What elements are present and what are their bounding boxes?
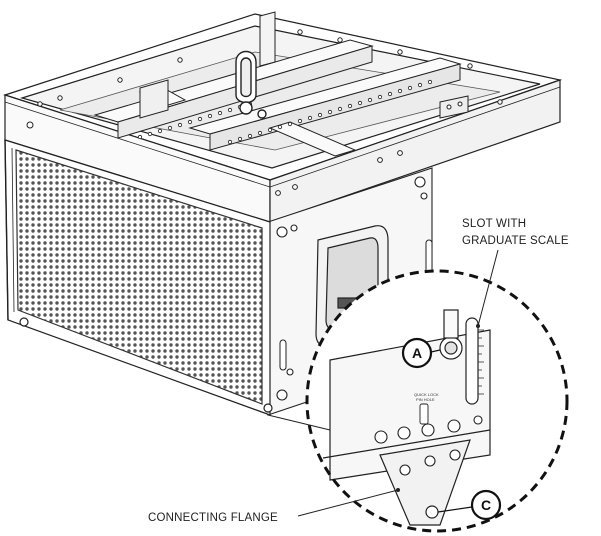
side-slot xyxy=(279,239,433,371)
svg-text:A: A xyxy=(412,345,422,361)
frame-bracket xyxy=(439,95,469,119)
magnifier-border xyxy=(305,269,569,533)
speaker-cabinet xyxy=(4,139,273,416)
detail-leader-lines xyxy=(267,414,331,431)
detail-flange-plate xyxy=(329,329,491,481)
callout-c: C xyxy=(437,489,502,521)
pin-a xyxy=(439,309,463,360)
graduate-scale-ticks xyxy=(478,329,484,395)
hole-c xyxy=(425,505,439,519)
callout-a: A xyxy=(401,337,441,369)
slot-scale-callout: SLOT WITH GRADUATE SCALE xyxy=(462,218,569,328)
quick-lock-pin: QUICK LOCK PIN HOLE xyxy=(414,392,439,425)
connecting-flange xyxy=(379,439,471,526)
graduate-scale-slot xyxy=(465,317,479,405)
adjustment-holes xyxy=(374,415,483,476)
svg-text:SLOT WITH: SLOT WITH xyxy=(462,218,526,230)
svg-text:CONNECTING FLANGE: CONNECTING FLANGE xyxy=(148,512,278,524)
lifting-shackle xyxy=(235,50,267,119)
detail-magnifier: QUICK LOCK PIN HOLE xyxy=(305,269,569,533)
svg-text:QUICK LOCK: QUICK LOCK xyxy=(414,392,439,397)
svg-text:PIN HOLE: PIN HOLE xyxy=(416,397,435,402)
svg-text:C: C xyxy=(481,497,491,513)
svg-text:GRADUATE SCALE: GRADUATE SCALE xyxy=(462,235,569,247)
connecting-flange-callout: CONNECTING FLANGE xyxy=(148,488,400,524)
frame-bolts xyxy=(26,29,503,196)
